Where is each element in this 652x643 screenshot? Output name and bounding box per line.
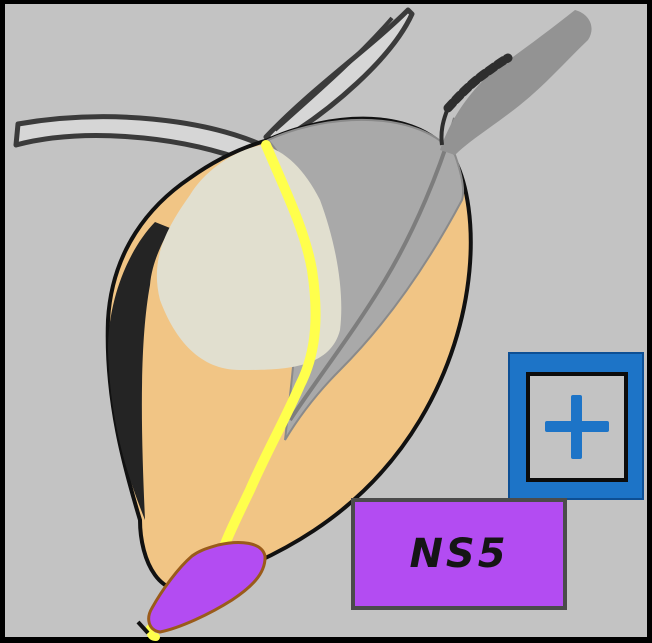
- zoom-in-button[interactable]: [508, 352, 644, 500]
- antenna-tuft: [440, 10, 592, 155]
- zoom-button-inner: [526, 372, 628, 482]
- ns5-label-button[interactable]: NS5: [351, 498, 567, 610]
- plus-icon-vertical: [571, 395, 582, 459]
- plus-icon: [545, 395, 609, 459]
- left-flap: [16, 117, 262, 158]
- ns5-label-text: NS5: [409, 531, 508, 577]
